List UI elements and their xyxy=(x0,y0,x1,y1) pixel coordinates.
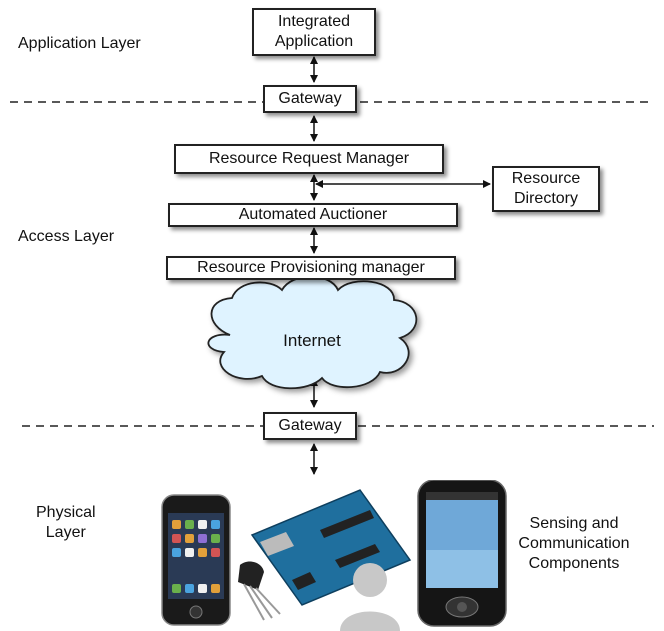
resource-directory-line2: Directory xyxy=(513,190,578,207)
temperature-sensor-icon xyxy=(238,561,281,621)
resource-directory-line1: Resource xyxy=(511,170,581,187)
integrated-application-box: Integrated Application xyxy=(252,8,376,56)
automated-auctioner-box: Automated Auctioner xyxy=(168,203,458,227)
components-label-line1: Sensing and xyxy=(529,515,619,532)
physical-layer-line1: Physical xyxy=(36,504,96,521)
physical-layer-label: Physical Layer xyxy=(36,503,96,543)
resource-request-manager-box: Resource Request Manager xyxy=(174,144,444,174)
resource-directory-box: Resource Directory xyxy=(492,166,600,212)
arduino-board-icon xyxy=(250,489,412,606)
gateway-top-box: Gateway xyxy=(263,85,357,113)
gateway-bottom-box: Gateway xyxy=(263,412,357,440)
integrated-application-line1: Integrated xyxy=(277,13,351,30)
resource-provisioning-manager-box: Resource Provisioning manager xyxy=(166,256,456,280)
internet-label: Internet xyxy=(283,331,341,350)
smartphone-icon xyxy=(161,494,231,626)
android-phone-icon xyxy=(417,480,507,627)
access-layer-label: Access Layer xyxy=(18,228,115,245)
components-label-line3: Components xyxy=(528,555,620,572)
physical-layer-line2: Layer xyxy=(45,524,86,541)
integrated-application-line2: Application xyxy=(274,33,354,50)
cloud-icon xyxy=(207,275,418,390)
components-label: Sensing and Communication Components xyxy=(504,514,644,574)
person-icon xyxy=(340,563,400,631)
devices-illustration xyxy=(161,480,507,631)
components-label-line2: Communication xyxy=(518,535,630,552)
application-layer-label: Application Layer xyxy=(18,35,141,52)
